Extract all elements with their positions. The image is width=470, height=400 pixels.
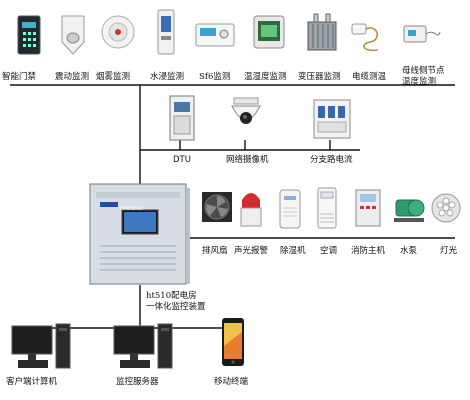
sensor-label: 母线侧节点温度监测 [402,66,445,87]
sensor-busbar-temp[interactable] [398,20,442,54]
dehumidifier[interactable] [278,188,302,234]
temp-humidity-sensor-icon [253,15,285,49]
smoke-detector-icon [101,15,135,49]
cable-temp-sensor-icon [351,23,379,52]
device-label: 声光报警 [234,246,269,256]
sensor-label: Sf6监测 [199,72,231,82]
device-label: 排风扇 [202,246,228,256]
device-label: 水泵 [400,246,418,256]
fire-control-host[interactable] [354,188,382,232]
sensor-label: 电缆测温 [352,72,387,82]
sensor-sf6[interactable] [194,22,236,52]
sensor-cable-temp[interactable] [348,20,384,58]
client-computer-icon [11,323,71,369]
mobile-terminal-icon [222,318,244,366]
exhaust-fan[interactable] [200,190,234,228]
branch-current-device[interactable] [312,98,352,144]
sensor-label: 智能门禁 [2,72,37,82]
device-label: 灯光 [440,246,458,256]
fire-control-host-icon [355,189,381,227]
vibration-sensor-icon [61,15,85,55]
middle-label: DTU [173,155,191,165]
sensor-label: 水浸监测 [150,72,185,82]
dtu-cabinet-icon [169,95,195,141]
client-computer[interactable] [10,322,74,376]
water-pump[interactable] [392,190,426,230]
monitoring-server-icon [113,323,173,369]
water-pump-icon [394,199,425,222]
sensor-smoke[interactable] [100,14,136,54]
brand-label: HADERUI [120,206,143,212]
main-monitoring-unit[interactable] [88,182,192,296]
client-label: 客户端计算机 [6,377,58,387]
sensor-label: 温湿度监测 [244,72,287,82]
middle-label: 分支路电流 [310,155,353,165]
sensor-temp-humidity[interactable] [252,14,286,54]
main-unit-label-line1: ht510配电房 [146,291,197,301]
exhaust-fan-icon [202,192,232,222]
branch-current-meter-icon [313,99,351,139]
cabinet-icon [89,183,190,285]
light-icon [431,193,461,223]
sound-light-alarm-icon [240,193,262,227]
sf6-sensor-icon [195,23,235,47]
dehumidifier-icon [279,189,301,229]
network-camera-icon [231,97,261,124]
air-conditioner[interactable] [316,186,338,234]
main-unit-label-line2: 一体化监控装置 [146,302,206,312]
water-leak-sensor-icon [157,9,175,55]
client-label: 监控服务器 [116,377,159,387]
sensor-label: 烟雾监测 [96,72,131,82]
dtu-device[interactable] [168,94,196,148]
air-conditioner-icon [317,187,337,229]
transformer-icon [307,13,337,51]
sensor-transformer[interactable] [304,12,340,58]
client-label: 移动终端 [214,377,249,387]
mobile-terminal[interactable] [220,316,246,372]
sensor-label: 震动监测 [55,72,90,82]
sensor-water[interactable] [154,8,178,60]
middle-label: 网络摄像机 [226,155,269,165]
device-label: 消防主机 [351,246,386,256]
light[interactable] [430,192,462,228]
monitoring-server[interactable] [112,322,176,376]
sensor-label: 变压器监测 [298,72,341,82]
busbar-temp-sensor-icon [403,25,441,43]
sensor-vibration[interactable] [58,12,88,60]
access-control-icon [17,15,41,55]
device-label: 空调 [320,246,338,256]
device-label: 除湿机 [280,246,306,256]
sensor-access-control[interactable] [14,14,44,60]
sound-light-alarm[interactable] [238,186,264,232]
network-camera-device[interactable] [228,96,264,140]
